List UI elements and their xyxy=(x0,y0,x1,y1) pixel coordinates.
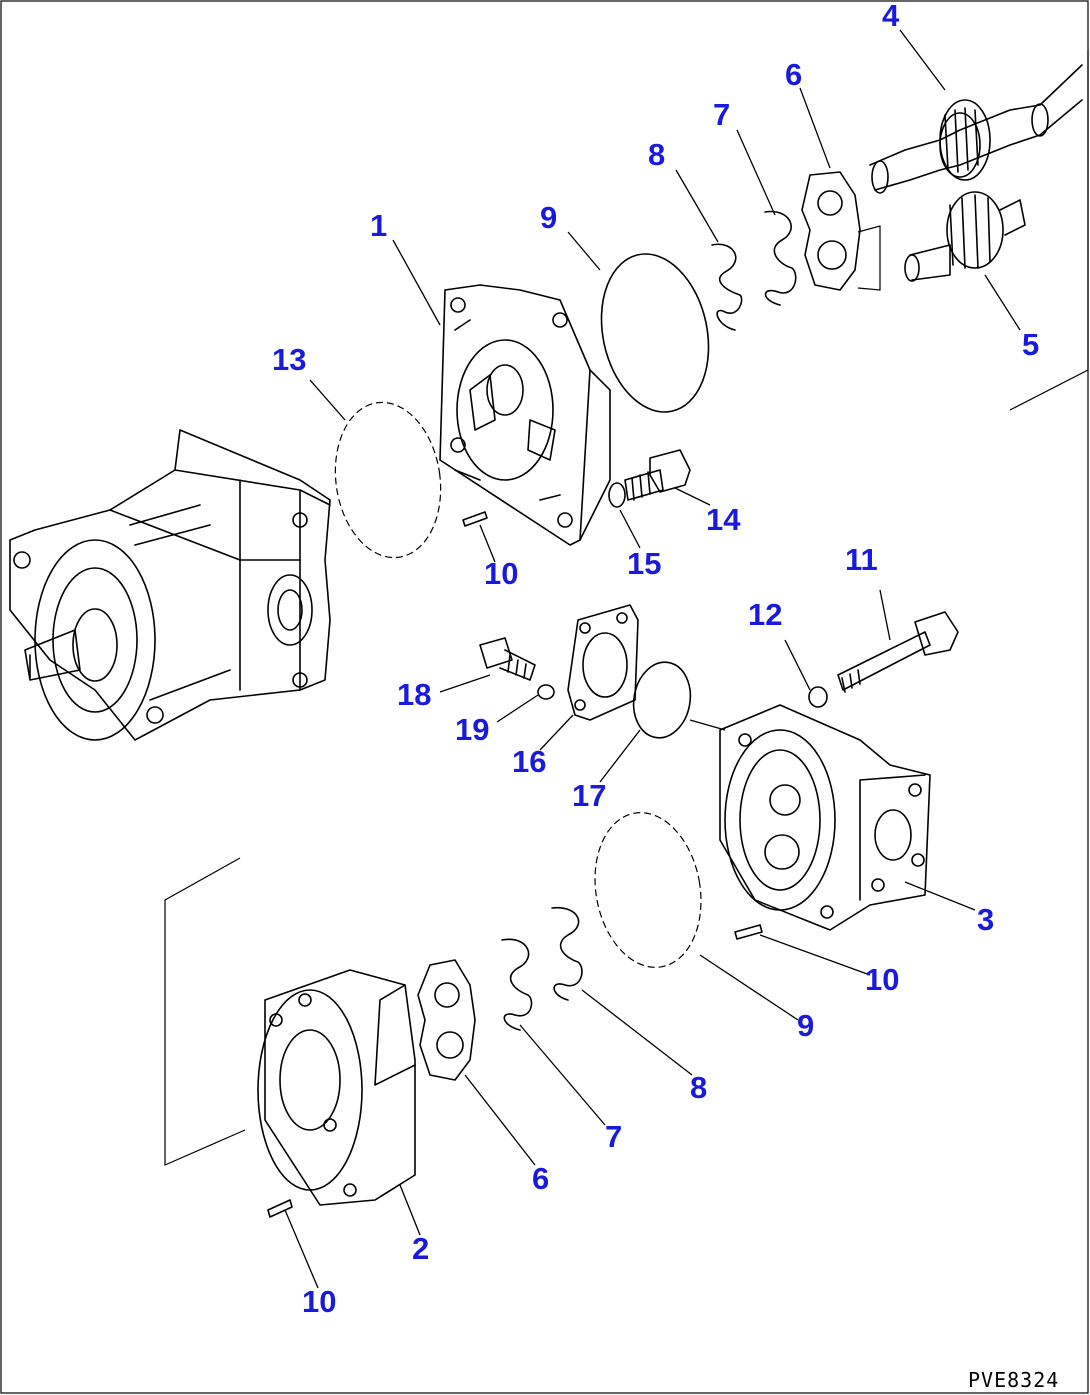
callout-14: 14 xyxy=(706,502,741,537)
bushing-6-lower xyxy=(417,959,476,1081)
o-ring-17 xyxy=(632,661,692,739)
leader-lines xyxy=(284,29,1021,1289)
seal-8-lower xyxy=(551,907,583,1001)
housing-3 xyxy=(719,704,931,931)
callout-8-upper: 8 xyxy=(648,137,665,172)
bolt-11 xyxy=(837,611,959,693)
seal-7-upper xyxy=(764,210,797,306)
gear-shaft-5 xyxy=(904,191,1026,282)
o-ring-13 xyxy=(334,401,442,559)
plate-1 xyxy=(439,284,611,546)
cover-plate-16 xyxy=(567,604,639,721)
pin-10-lower xyxy=(267,1199,293,1218)
callout-3: 3 xyxy=(977,902,994,937)
callout-10-lower: 10 xyxy=(302,1284,336,1319)
callouts: 4 6 7 8 9 1 5 13 14 15 10 11 12 18 19 16… xyxy=(272,0,1039,1319)
callout-10-right: 10 xyxy=(865,962,899,997)
callout-12: 12 xyxy=(748,597,782,632)
callout-11: 11 xyxy=(845,542,878,577)
pin-10-right xyxy=(734,924,763,940)
callout-1: 1 xyxy=(370,208,387,243)
callout-5: 5 xyxy=(1022,327,1039,362)
housing-2 xyxy=(257,969,416,1206)
pump-body xyxy=(9,429,331,741)
callout-6-upper: 6 xyxy=(785,57,802,92)
callout-18: 18 xyxy=(397,677,431,712)
bolt-18 xyxy=(479,637,536,681)
callout-13: 13 xyxy=(272,342,306,377)
callout-16: 16 xyxy=(512,744,546,779)
callout-9-lower: 9 xyxy=(797,1008,814,1043)
bushing-bracket-upper xyxy=(857,225,881,291)
pin-10-upper xyxy=(462,511,488,527)
frame-line-upper xyxy=(1009,50,1089,411)
frame-line-lower xyxy=(164,857,246,1166)
callout-7-lower: 7 xyxy=(605,1119,622,1154)
callout-7-upper: 7 xyxy=(713,97,730,132)
o-ring-9-lower xyxy=(594,812,702,968)
o-ring-9-upper xyxy=(600,253,710,413)
callout-15: 15 xyxy=(627,546,661,581)
callout-6-lower: 6 xyxy=(532,1161,549,1196)
drawing-code: PVE8324 xyxy=(968,1368,1059,1392)
callout-4: 4 xyxy=(882,0,900,33)
washer-15 xyxy=(608,482,626,508)
callout-9-upper: 9 xyxy=(540,200,557,235)
bolt-14 xyxy=(624,449,691,501)
callout-2: 2 xyxy=(412,1231,429,1266)
callout-19: 19 xyxy=(455,712,489,747)
gear-shaft-4 xyxy=(869,64,1083,194)
seal-8-upper xyxy=(711,243,743,331)
washer-19 xyxy=(537,684,555,700)
washer-12 xyxy=(808,686,828,708)
bushing-6-upper xyxy=(801,171,861,291)
seal-7-lower xyxy=(501,938,533,1031)
callout-10-upper: 10 xyxy=(484,556,518,591)
callout-17: 17 xyxy=(572,778,606,813)
callout-8-lower: 8 xyxy=(690,1070,707,1105)
